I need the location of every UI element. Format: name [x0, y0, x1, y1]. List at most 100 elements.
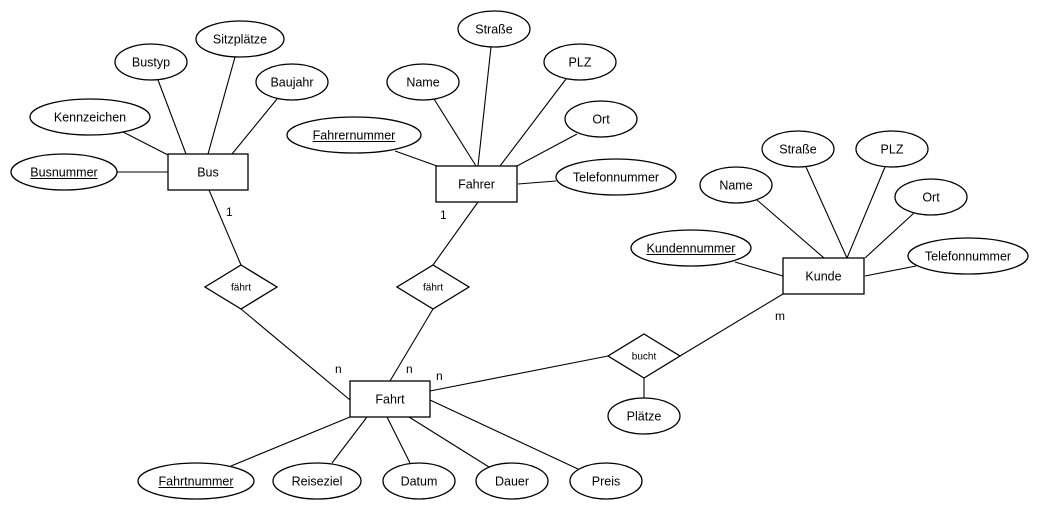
attribute-kunde_strasse[interactable]: Straße: [761, 130, 835, 168]
attribute-bucht_plaetze[interactable]: Plätze: [607, 397, 681, 435]
relationship-label: fährt: [423, 283, 443, 294]
attribute-bus_bustyp[interactable]: Bustyp: [114, 43, 188, 81]
entity-fahrer[interactable]: Fahrer: [435, 165, 518, 203]
attribute-label: Baujahr: [270, 76, 313, 90]
relationship-diamond: [395, 264, 471, 310]
attribute-ellipse: [255, 63, 329, 101]
cardinality-from: 1: [226, 205, 233, 219]
relationship-label: bucht: [632, 352, 657, 363]
attribute-fahrer_plz[interactable]: PLZ: [543, 43, 617, 81]
attribute-bus_busnummer[interactable]: Busnummer: [10, 153, 118, 191]
connector-bucht-to: [679, 293, 784, 357]
connector-fahrt_dauer: [408, 416, 490, 468]
attribute-ellipse: [195, 20, 285, 58]
attribute-ellipse: [286, 116, 422, 154]
connector-fahrer_name: [433, 98, 477, 167]
attribute-label: Ort: [922, 191, 940, 205]
entity-label: Fahrer: [458, 178, 495, 192]
attribute-ellipse: [569, 462, 643, 500]
primary-key-label: Busnummer: [30, 166, 97, 180]
entity-box: [349, 380, 431, 418]
relationship-bucht[interactable]: bucht: [606, 333, 682, 379]
attribute-ellipse: [564, 100, 638, 138]
attribute-fahrt_preis[interactable]: Preis: [569, 462, 643, 500]
attribute-label: Telefonnummer: [925, 250, 1011, 264]
attribute-ellipse: [894, 178, 968, 216]
entity-box: [435, 165, 518, 203]
connector-faehrt_fahrer-to: [389, 308, 434, 382]
attribute-label: PLZ: [569, 56, 592, 70]
entity-fahrt[interactable]: Fahrt: [349, 380, 431, 418]
primary-key-label: Fahrtnummer: [158, 475, 233, 489]
attribute-ellipse: [699, 166, 773, 204]
attribute-bus_baujahr[interactable]: Baujahr: [255, 63, 329, 101]
attribute-fahrt_dauer[interactable]: Dauer: [475, 462, 549, 500]
attribute-ellipse: [543, 43, 617, 81]
attribute-fahrer_ort[interactable]: Ort: [564, 100, 638, 138]
connector-bus_sitzplaetze: [207, 56, 236, 155]
relationship-diamond: [606, 333, 682, 379]
attribute-kunde_name[interactable]: Name: [699, 166, 773, 204]
attribute-label: Kennzeichen: [54, 111, 126, 125]
connector-fahrer_ort: [516, 133, 578, 167]
connector-kunde_kundennummer: [734, 261, 784, 277]
entity-kunde[interactable]: Kunde: [782, 257, 865, 295]
relationship-diamond: [203, 264, 279, 310]
attribute-fahrer_name[interactable]: Name: [386, 63, 460, 101]
attribute-label: Bustyp: [132, 56, 170, 70]
attribute-kunde_telefon[interactable]: Telefonnummer: [907, 237, 1029, 275]
attribute-bus_kennzeichen[interactable]: Kennzeichen: [29, 98, 151, 136]
attribute-fahrt_fahrtnummer[interactable]: Fahrtnummer: [137, 462, 255, 500]
attribute-fahrer_telefon[interactable]: Telefonnummer: [555, 158, 677, 196]
connector-faehrt_bus-to: [240, 308, 351, 401]
attribute-kunde_plz[interactable]: PLZ: [855, 130, 929, 168]
connector-fahrer_fahrernummer: [394, 150, 438, 167]
attribute-kunde_ort[interactable]: Ort: [894, 178, 968, 216]
attribute-label: Datum: [401, 475, 438, 489]
relationship-label: fährt: [231, 283, 251, 294]
cardinality-to: n: [335, 362, 342, 376]
entity-label: Bus: [197, 166, 219, 180]
relationship-faehrt_fahrer[interactable]: fährt: [395, 264, 471, 310]
connector-kunde_ort: [864, 212, 915, 259]
attribute-ellipse: [137, 462, 255, 500]
attribute-ellipse: [855, 130, 929, 168]
attribute-ellipse: [272, 462, 362, 500]
attribute-label: Preis: [592, 475, 620, 489]
connector-fahrer_telefon: [517, 180, 557, 185]
connector-kunde_name: [756, 199, 825, 259]
attribute-fahrt_reiseziel[interactable]: Reiseziel: [272, 462, 362, 500]
connector-kunde_plz: [846, 166, 886, 259]
attribute-fahrer_strasse[interactable]: Straße: [457, 10, 531, 48]
attribute-ellipse: [10, 153, 118, 191]
relationship-faehrt_bus[interactable]: fährt: [203, 264, 279, 310]
entity-label: Kunde: [805, 270, 841, 284]
attribute-ellipse: [457, 10, 531, 48]
attribute-label: Plätze: [627, 410, 662, 424]
cardinality-from: 1: [440, 208, 447, 222]
attribute-ellipse: [607, 397, 681, 435]
attribute-label: Name: [406, 76, 439, 90]
attribute-bus_sitzplaetze[interactable]: Sitzplätze: [195, 20, 285, 58]
entity-box: [167, 153, 249, 191]
connector-fahrer_strasse: [477, 46, 492, 167]
attribute-label: Ort: [592, 113, 610, 127]
connector-faehrt_fahrer-from: [432, 201, 479, 266]
attribute-ellipse: [555, 158, 677, 196]
attribute-label: Straße: [779, 143, 817, 157]
attribute-ellipse: [29, 98, 151, 136]
connector-fahrt_datum: [386, 416, 411, 464]
attribute-kunde_kundennummer[interactable]: Kundennummer: [630, 229, 752, 267]
attribute-ellipse: [907, 237, 1029, 275]
attribute-fahrt_datum[interactable]: Datum: [382, 462, 456, 500]
attribute-label: Sitzplätze: [213, 33, 267, 47]
attribute-label: Reiseziel: [292, 475, 343, 489]
entity-bus[interactable]: Bus: [167, 153, 249, 191]
attribute-ellipse: [630, 229, 752, 267]
attribute-ellipse: [761, 130, 835, 168]
primary-key-label: Kundennummer: [647, 242, 736, 256]
attribute-fahrer_fahrernummer[interactable]: Fahrernummer: [286, 116, 422, 154]
entity-box: [782, 257, 865, 295]
connector-fahrt_reiseziel: [331, 416, 368, 464]
